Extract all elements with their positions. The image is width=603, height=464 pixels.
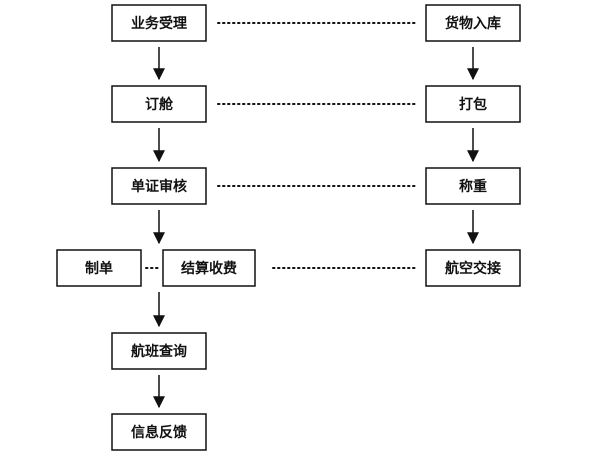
node-weighing: 称重 [425, 167, 521, 205]
svg-text:单证审核: 单证审核 [131, 178, 187, 195]
node-settlement-fees: 结算收费 [162, 249, 256, 287]
svg-text:制单: 制单 [85, 260, 113, 277]
svg-text:航班查询: 航班查询 [131, 343, 187, 360]
svg-text:称重: 称重 [459, 178, 487, 195]
node-document-prep: 制单 [56, 249, 142, 287]
node-business-acceptance: 业务受理 [111, 4, 207, 42]
node-booking: 订舱 [111, 85, 207, 123]
node-air-handover: 航空交接 [425, 249, 521, 287]
node-info-feedback: 信息反馈 [111, 413, 207, 451]
svg-text:信息反馈: 信息反馈 [131, 424, 187, 441]
node-goods-warehousing: 货物入库 [425, 4, 521, 42]
node-packing: 打包 [425, 85, 521, 123]
svg-text:打包: 打包 [459, 96, 487, 113]
node-document-review: 单证审核 [111, 167, 207, 205]
svg-text:结算收费: 结算收费 [181, 260, 237, 277]
svg-text:航空交接: 航空交接 [445, 260, 501, 277]
svg-text:订舱: 订舱 [145, 96, 174, 113]
svg-text:货物入库: 货物入库 [444, 15, 501, 32]
svg-text:业务受理: 业务受理 [131, 15, 187, 32]
node-flight-inquiry: 航班查询 [111, 332, 207, 370]
